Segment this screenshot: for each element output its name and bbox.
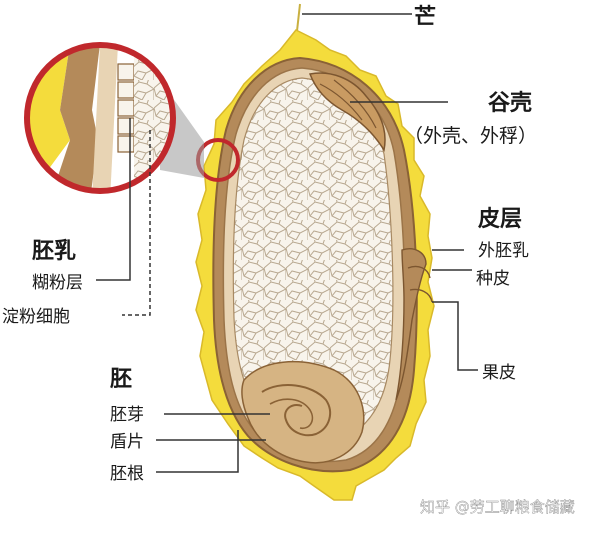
label-plumule: 胚芽 <box>110 405 144 425</box>
label-seed-coat: 种皮 <box>476 269 510 289</box>
scutellum <box>269 398 314 430</box>
label-endosperm: 胚乳 <box>32 238 76 264</box>
plumule <box>261 384 332 437</box>
label-starch-cells: 淀粉细胞 <box>2 307 70 327</box>
label-embryo: 胚 <box>110 367 132 392</box>
bran-flaps <box>395 248 427 401</box>
label-radicle: 胚根 <box>110 464 144 484</box>
label-aleurone-layer: 糊粉层 <box>32 273 83 293</box>
label-scutellum: 盾片 <box>110 432 144 452</box>
label-hull-detail: （外壳、外稃） <box>404 125 537 147</box>
label-hull: 谷壳 <box>488 91 532 116</box>
watermark: 知乎 @劳工聊粮食储藏 <box>420 498 575 516</box>
label-awn: 芒 <box>414 4 436 30</box>
hull-ridge <box>308 72 386 152</box>
label-pericarp: 果皮 <box>482 363 516 383</box>
label-bran-layer: 皮层 <box>478 206 522 232</box>
label-aleurone-outer: 外胚乳 <box>478 241 529 261</box>
